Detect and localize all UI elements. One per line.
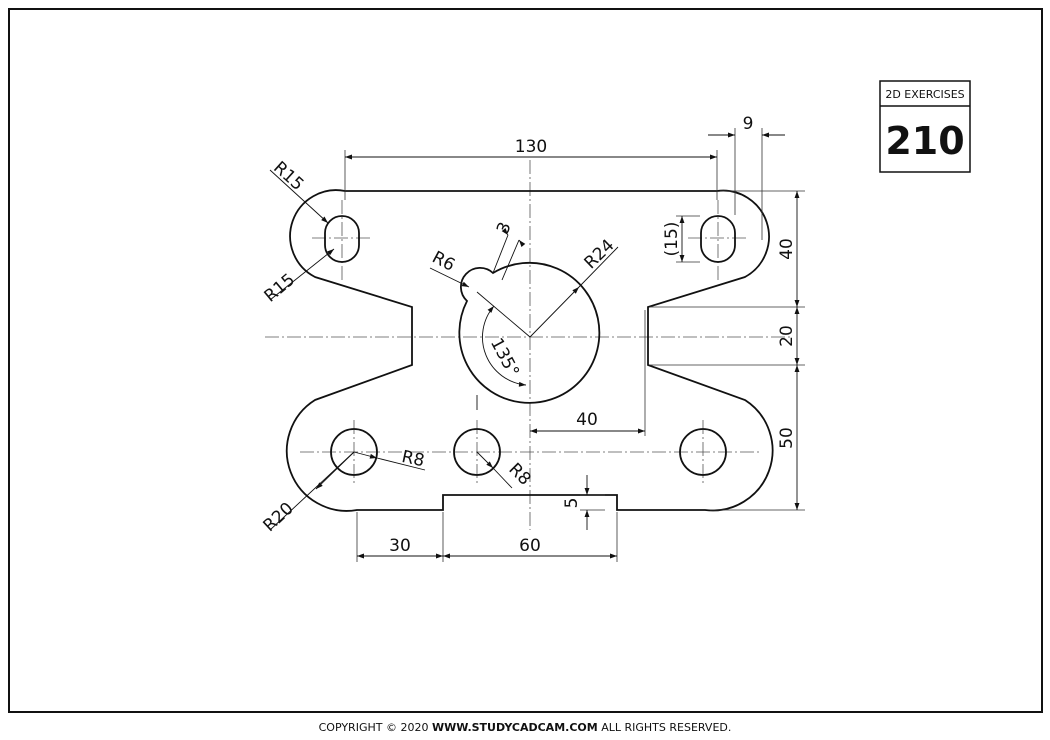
copyright-footer: COPYRIGHT © 2020 WWW.STUDYCADCAM.COM ALL… bbox=[0, 721, 1050, 734]
part-outline bbox=[285, 189, 774, 512]
copyright-suffix: ALL RIGHTS RESERVED. bbox=[601, 721, 732, 734]
dim-bottom-spacing-left: 30 bbox=[389, 536, 411, 556]
top-left-slot bbox=[324, 215, 360, 263]
dim-key-angle: 135° bbox=[486, 335, 523, 381]
dim-overall-width: 130 bbox=[515, 137, 547, 157]
dim-notch-offset: 40 bbox=[576, 410, 598, 430]
dim-boss-radius: R24 bbox=[581, 236, 619, 274]
copyright-site: WWW.STUDYCADCAM.COM bbox=[431, 721, 598, 734]
extension-lines bbox=[344, 128, 805, 562]
dim-bottom-left-radius: R20 bbox=[260, 499, 298, 536]
title-block-label: 2D EXERCISES bbox=[885, 88, 964, 101]
dim-key-width: 3 bbox=[493, 219, 516, 237]
dim-hole-radius-left: R8 bbox=[400, 447, 426, 471]
dim-key-radius: R6 bbox=[429, 247, 458, 275]
bottom-left-hole bbox=[330, 428, 378, 476]
central-boss bbox=[458, 261, 601, 404]
copyright-prefix: COPYRIGHT © 2020 bbox=[318, 721, 429, 734]
dim-top-left-outer-radius: R15 bbox=[269, 158, 307, 195]
dim-top-left-inner-radius: R15 bbox=[261, 270, 299, 307]
dim-slot-length: (15) bbox=[662, 222, 682, 257]
exercise-number: 210 bbox=[885, 119, 964, 163]
dim-slot-offset: 9 bbox=[743, 114, 754, 134]
sheet-border bbox=[8, 8, 1043, 713]
title-block: 2D EXERCISES 210 bbox=[879, 80, 971, 173]
dim-top-height: 40 bbox=[777, 238, 797, 260]
dim-mid-height: 20 bbox=[777, 325, 797, 347]
bottom-right-hole bbox=[679, 428, 727, 476]
dim-bottom-spacing-right: 60 bbox=[519, 536, 541, 556]
dimension-lines bbox=[269, 132, 800, 559]
bottom-center-hole bbox=[453, 428, 501, 476]
dim-notch-depth: 5 bbox=[562, 498, 582, 509]
dim-bottom-height: 50 bbox=[777, 427, 797, 449]
top-right-slot bbox=[700, 215, 736, 263]
